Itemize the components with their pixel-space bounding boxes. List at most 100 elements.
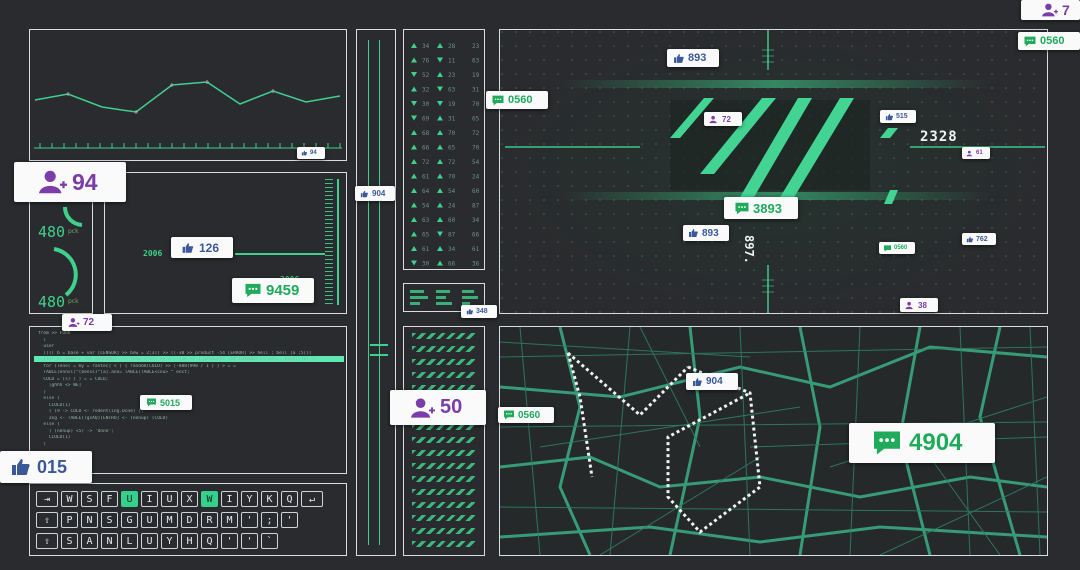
key[interactable]: Q bbox=[201, 533, 218, 549]
like-badge-893-low[interactable]: 893 bbox=[683, 225, 729, 241]
arrow-up-icon bbox=[411, 217, 417, 222]
key[interactable]: I bbox=[221, 491, 238, 507]
user-icon bbox=[39, 170, 67, 194]
key[interactable]: U bbox=[121, 491, 138, 507]
arrow-up-icon bbox=[437, 72, 443, 77]
key[interactable]: ⇧ bbox=[36, 512, 58, 528]
arrow-grid-value: 52 bbox=[422, 72, 430, 79]
code-line: from >> FORK bbox=[38, 331, 71, 336]
like-badge-015[interactable]: 015 bbox=[0, 451, 92, 483]
comment-badge-9459[interactable]: 9459 bbox=[232, 278, 314, 303]
code-line: else ( bbox=[38, 396, 60, 401]
like-badge-94-chart[interactable]: 94 bbox=[297, 147, 325, 159]
line-chart-panel bbox=[29, 29, 347, 161]
user-badge-38[interactable]: 38 bbox=[900, 298, 938, 312]
arrow-grid-value: 66 bbox=[448, 261, 456, 268]
key[interactable]: Y bbox=[161, 533, 178, 549]
arrow-up-icon bbox=[411, 159, 417, 164]
key[interactable]: U bbox=[141, 512, 158, 528]
comment-badge-0560-mid[interactable]: 0560 bbox=[486, 91, 548, 109]
like-badge-904-map[interactable]: 904 bbox=[686, 373, 738, 390]
arrow-grid-value: 30 bbox=[422, 261, 430, 268]
thumbs-up-icon bbox=[885, 113, 893, 120]
key[interactable]: A bbox=[81, 533, 98, 549]
key[interactable]: ' bbox=[241, 512, 258, 528]
key[interactable]: ' bbox=[221, 533, 238, 549]
like-badge-762[interactable]: 762 bbox=[962, 233, 996, 245]
key[interactable]: R bbox=[201, 512, 218, 528]
user-badge-7[interactable]: 7 bbox=[1021, 0, 1080, 20]
user-badge-72-hero-value: 72 bbox=[722, 114, 731, 124]
key[interactable]: ` bbox=[261, 533, 278, 549]
key[interactable]: D bbox=[181, 512, 198, 528]
key[interactable]: ' bbox=[281, 512, 298, 528]
comment-icon bbox=[147, 398, 156, 407]
key[interactable]: I bbox=[141, 491, 158, 507]
arrow-grid-value: 23 bbox=[472, 43, 480, 50]
key[interactable]: M bbox=[221, 512, 238, 528]
slider-handle[interactable] bbox=[370, 344, 388, 356]
key[interactable]: P bbox=[61, 512, 78, 528]
comment-badge-0560-top[interactable]: 0560 bbox=[1018, 32, 1080, 50]
like-badge-515[interactable]: 515 bbox=[880, 110, 916, 123]
like-badge-762-value: 762 bbox=[976, 235, 988, 243]
key[interactable]: ' bbox=[241, 533, 258, 549]
comment-badge-5015[interactable]: 5015 bbox=[140, 395, 192, 410]
key[interactable]: L bbox=[121, 533, 138, 549]
key[interactable]: K bbox=[261, 491, 278, 507]
user-badge-50[interactable]: 50 bbox=[390, 390, 486, 425]
arrow-grid-value: 70 bbox=[472, 145, 480, 152]
arrow-down-icon bbox=[411, 72, 417, 77]
arrow-grid-value: 70 bbox=[448, 174, 456, 181]
code-line: zeg <- TABLE(TgsAQ)[ENTRO] <- (nenup) (C… bbox=[38, 415, 169, 421]
comment-badge-0560-small[interactable]: 0560 bbox=[879, 242, 915, 254]
arrow-up-icon bbox=[437, 115, 443, 121]
user-icon bbox=[966, 150, 973, 156]
like-badge-515-value: 515 bbox=[896, 113, 908, 120]
key[interactable]: S bbox=[101, 512, 118, 528]
arrow-up-icon bbox=[411, 231, 417, 237]
arrow-grid-value: 65 bbox=[422, 232, 430, 239]
gauge-top-value: 480 bbox=[38, 223, 66, 241]
key[interactable]: ; bbox=[261, 512, 278, 528]
like-badge-348[interactable]: 348 bbox=[461, 305, 497, 318]
user-badge-72-code[interactable]: 72 bbox=[62, 314, 112, 331]
key[interactable]: ⇥ bbox=[36, 491, 58, 507]
user-badge-61[interactable]: 61 bbox=[962, 147, 990, 159]
line-chart bbox=[34, 80, 342, 149]
comment-badge-0560-low[interactable]: 0560 bbox=[498, 407, 554, 423]
arrow-up-icon bbox=[411, 144, 417, 150]
key[interactable]: Y bbox=[241, 491, 258, 507]
key[interactable]: S bbox=[81, 491, 98, 507]
code-listing: from >> FORK ) user (((( b = base + var … bbox=[38, 331, 342, 448]
key[interactable]: N bbox=[81, 512, 98, 528]
key[interactable]: X bbox=[181, 491, 198, 507]
comment-badge-3893-value: 3893 bbox=[753, 200, 782, 216]
comment-badge-4904[interactable]: 4904 bbox=[849, 423, 995, 463]
key[interactable]: H bbox=[181, 533, 198, 549]
key[interactable]: ⇧ bbox=[36, 533, 58, 549]
key[interactable]: ↵ bbox=[301, 491, 323, 507]
key[interactable]: S bbox=[61, 533, 78, 549]
key[interactable]: W bbox=[201, 491, 218, 507]
like-badge-904-mid[interactable]: 904 bbox=[355, 186, 395, 201]
key[interactable]: Q bbox=[281, 491, 298, 507]
user-badge-72-hero[interactable]: 72 bbox=[704, 112, 742, 126]
key[interactable]: U bbox=[161, 491, 178, 507]
key[interactable]: W bbox=[61, 491, 78, 507]
key[interactable]: F bbox=[101, 491, 118, 507]
key[interactable]: U bbox=[141, 533, 158, 549]
key[interactable]: N bbox=[101, 533, 118, 549]
like-badge-126[interactable]: 126 bbox=[171, 237, 233, 258]
like-badge-348-value: 348 bbox=[476, 308, 488, 315]
arrow-up-icon bbox=[411, 43, 417, 48]
key[interactable]: M bbox=[161, 512, 178, 528]
comment-badge-3893[interactable]: 3893 bbox=[724, 197, 798, 219]
arrow-grid-value: 63 bbox=[448, 87, 456, 94]
like-badge-893-top[interactable]: 893 bbox=[667, 49, 719, 67]
key[interactable]: G bbox=[121, 512, 138, 528]
code-line: CIOLD(1) bbox=[38, 435, 71, 440]
user-badge-94[interactable]: 94 bbox=[14, 162, 126, 202]
arrow-up-icon bbox=[411, 173, 417, 179]
